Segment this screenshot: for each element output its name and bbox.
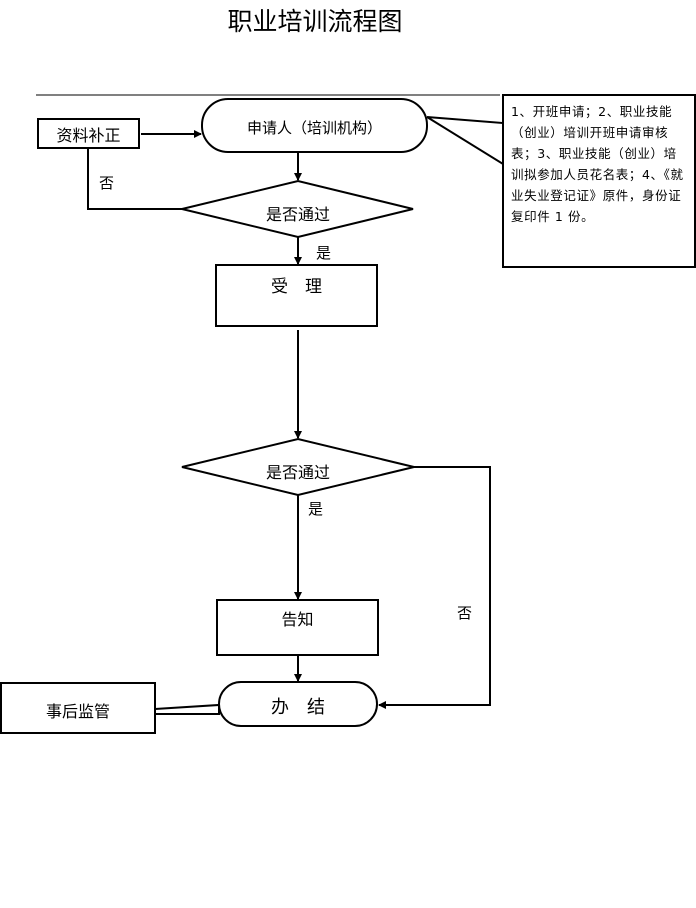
line-decision1-no-to-supplement [87,148,182,210]
branch-yes-2-label: 是 [308,500,324,518]
notify-label: 告知 [281,610,314,629]
supplement-label: 资料补正 [56,126,121,145]
requirements-note: 1、开班申请；2、职业技能（创业）培训开班申请审核表；3、职业技能（创业）培训拟… [511,104,684,224]
accept-node [215,264,378,327]
supervise-label: 事后监管 [45,702,110,721]
branch-yes-1-label: 是 [316,244,332,262]
applicant-label: 申请人（培训机构） [246,119,382,137]
decision-1-label: 是否通过 [265,205,330,224]
branch-no-1-label: 否 [99,174,115,192]
applicant-node [201,98,428,153]
page-title: 职业培训流程图 [227,7,403,36]
decision-1 [181,179,414,239]
line-decision2-no-to-complete [385,466,491,706]
accept-label: 受 理 [271,277,322,297]
supervise-node [0,682,156,734]
branch-no-2-label: 否 [457,604,473,622]
callout-supervise [154,703,220,715]
decision-2-label: 是否通过 [265,463,330,482]
note-box [502,94,696,268]
complete-label: 办 结 [271,697,325,718]
callout-note [426,116,504,166]
